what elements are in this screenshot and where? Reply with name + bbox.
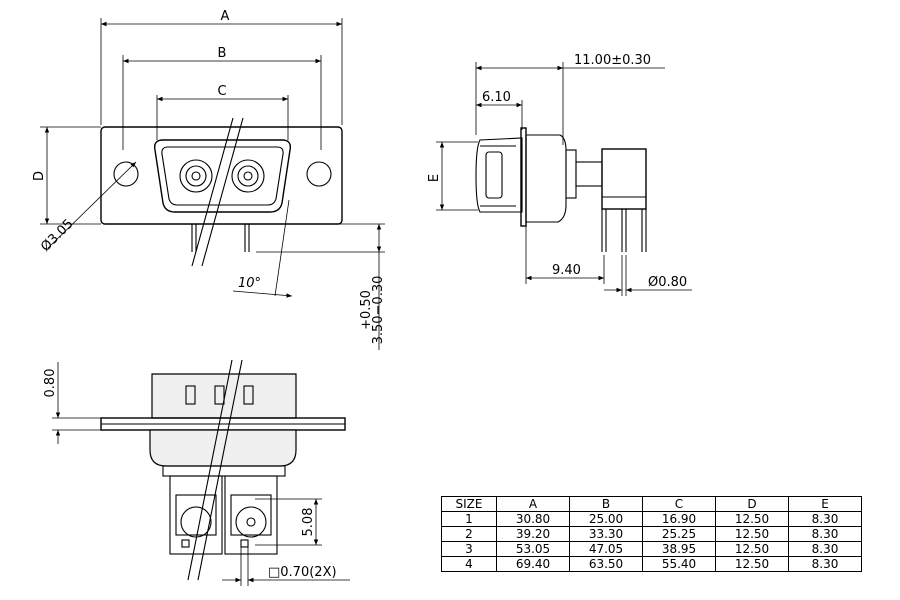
table-cell: 2 — [441, 526, 497, 542]
hole-dia-leader — [47, 161, 137, 249]
flange-outline — [100, 126, 343, 225]
table-cell: 39.20 — [496, 526, 570, 542]
dim-e-label: E — [427, 174, 442, 182]
d-shell-outer — [153, 139, 292, 213]
shell-side — [475, 137, 523, 213]
table-cell: 47.05 — [569, 541, 643, 557]
pin-pitch-label: 5.08 — [301, 508, 316, 537]
hole-dia-label: Ø3.05 — [38, 217, 76, 255]
front-view: A B C D — [32, 9, 386, 350]
pin-length-upper: +0.50 — [359, 290, 374, 330]
coax-contact-left — [179, 159, 213, 193]
table-cell: 55.40 — [642, 556, 716, 572]
table-cell: 3 — [441, 541, 497, 557]
table-cell: 69.40 — [496, 556, 570, 572]
table-cell: 53.05 — [496, 541, 570, 557]
dim-d-label: D — [32, 171, 47, 181]
table-cell: B — [569, 496, 643, 512]
dim-b-label: B — [218, 46, 227, 61]
table-cell: 12.50 — [715, 556, 789, 572]
pin-length-lower: 3.50−0.30 — [371, 276, 386, 345]
table-cell: 12.50 — [715, 526, 789, 542]
dim-a-label: A — [221, 9, 230, 24]
insulator-bottom — [149, 429, 297, 467]
break-line — [191, 117, 234, 267]
table-cell: 12.50 — [715, 511, 789, 527]
shell-depth-label: 6.10 — [482, 90, 511, 105]
table-cell: A — [496, 496, 570, 512]
pin-square-label: □0.70(2X) — [268, 565, 337, 580]
pin-housing-right — [224, 475, 278, 555]
pin-housing-left — [169, 475, 223, 555]
rear-body — [525, 134, 567, 223]
coax-contact-right — [231, 159, 265, 193]
table-cell: 1 — [441, 511, 497, 527]
table-cell: 8.30 — [788, 511, 862, 527]
bottom-view: 0.80 5.08 □0.70(2X) — [43, 359, 350, 586]
table-cell: D — [715, 496, 789, 512]
table-cell: 16.90 — [642, 511, 716, 527]
side-view: 11.00±0.30 6.10 E 9.40 — [427, 53, 692, 296]
pin-dia-label: Ø0.80 — [648, 275, 687, 290]
table-cell: C — [642, 496, 716, 512]
table-cell: 25.25 — [642, 526, 716, 542]
table-cell: 25.00 — [569, 511, 643, 527]
mounting-hole-left — [113, 161, 139, 187]
right-angle-housing — [601, 148, 647, 210]
table-cell: 30.80 — [496, 511, 570, 527]
table-cell: 63.50 — [569, 556, 643, 572]
table-cell: 8.30 — [788, 556, 862, 572]
table-cell: 8.30 — [788, 526, 862, 542]
table-cell: 8.30 — [788, 541, 862, 557]
flange-thickness-label: 0.80 — [43, 369, 58, 398]
table-cell: E — [788, 496, 862, 512]
d-shell-inner — [161, 146, 284, 206]
break-line — [201, 117, 244, 267]
table-cell: 4 — [441, 556, 497, 572]
mounting-hole-right — [306, 161, 332, 187]
table-cell: 12.50 — [715, 541, 789, 557]
table-cell: SIZE — [441, 496, 497, 512]
pin-offset-label: 9.40 — [552, 263, 581, 278]
table-cell: 38.95 — [642, 541, 716, 557]
total-depth-label: 11.00±0.30 — [574, 53, 651, 68]
angle-label: 10° — [238, 276, 261, 291]
dim-c-label: C — [217, 84, 226, 99]
table-cell: 33.30 — [569, 526, 643, 542]
